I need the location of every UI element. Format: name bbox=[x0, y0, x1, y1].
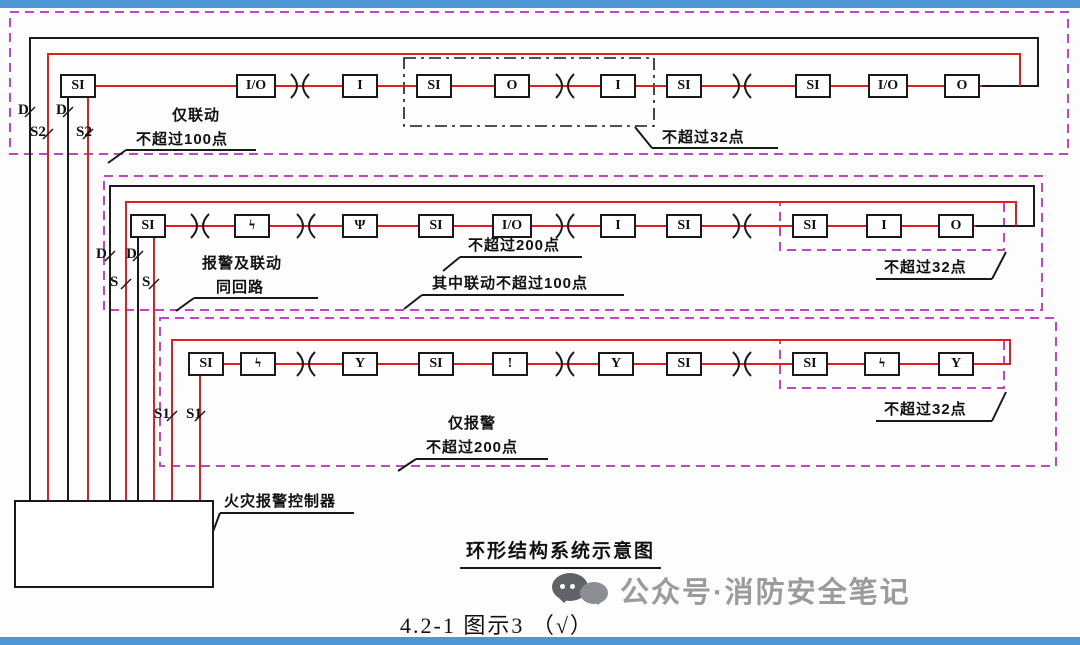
annotation-same-loop: 同回路 bbox=[216, 279, 265, 296]
annotation-max-32-points: 不超过32点 bbox=[884, 259, 967, 276]
top-blue-bar bbox=[0, 0, 1080, 8]
wire-label-d: D bbox=[96, 246, 107, 262]
module-si: SI bbox=[795, 74, 831, 98]
diagram-title: 环形结构系统示意图 bbox=[460, 536, 662, 569]
module-si: SI bbox=[792, 352, 828, 376]
wire-label-d: D bbox=[56, 102, 67, 118]
module-si: SI bbox=[188, 352, 224, 376]
annotation-max-200-points: 不超过200点 bbox=[426, 439, 519, 456]
detector-module-icon: Y bbox=[938, 352, 974, 376]
fire-alarm-controller bbox=[14, 500, 214, 588]
annotation-max-200-points: 不超过200点 bbox=[468, 237, 561, 254]
diagram-title-text: 环形结构系统示意图 bbox=[460, 536, 662, 569]
wire-tick-marks bbox=[24, 106, 206, 422]
wire-label-d: D bbox=[18, 102, 29, 118]
annotation-linkage-only: 仅联动 bbox=[172, 107, 221, 124]
sounder-module-icon: ϟ bbox=[864, 352, 900, 376]
watermark: 公众号·消防安全笔记 bbox=[552, 568, 911, 612]
module-o: O bbox=[938, 214, 974, 238]
wire-label-s: S bbox=[142, 274, 151, 290]
module-o: O bbox=[494, 74, 530, 98]
bottom-blue-bar bbox=[0, 637, 1080, 645]
module-io: I/O bbox=[236, 74, 276, 98]
wire-label-s: S bbox=[110, 274, 119, 290]
module-si: SI bbox=[416, 74, 452, 98]
module-si: SI bbox=[418, 352, 454, 376]
module-si: SI bbox=[130, 214, 166, 238]
module-si: SI bbox=[666, 74, 702, 98]
sounder-module-icon: ϟ bbox=[234, 214, 270, 238]
annotation-max-32-points: 不超过32点 bbox=[662, 129, 745, 146]
annotation-alarm-only: 仅报警 bbox=[448, 415, 497, 432]
module-si: SI bbox=[666, 214, 702, 238]
annotation-leader-lines bbox=[107, 126, 1007, 551]
annotation-max-32-points: 不超过32点 bbox=[884, 401, 967, 418]
module-io: I/O bbox=[868, 74, 908, 98]
module-si: SI bbox=[792, 214, 828, 238]
annotation-max-100-points: 不超过100点 bbox=[136, 131, 229, 148]
module-i: I bbox=[600, 74, 636, 98]
module-i: I bbox=[866, 214, 902, 238]
speaker-module-icon: Ψ bbox=[342, 214, 378, 238]
chat-bubbles-icon bbox=[552, 568, 612, 612]
annotation-alarm-and-linkage: 报警及联动 bbox=[202, 255, 283, 272]
sounder-module-icon: ϟ bbox=[240, 352, 276, 376]
module-si: SI bbox=[418, 214, 454, 238]
fire-alarm-controller-label: 火灾报警控制器 bbox=[224, 493, 337, 510]
chat-bubble-small-icon bbox=[580, 582, 608, 605]
module-o: O bbox=[944, 74, 980, 98]
module-io: I/O bbox=[492, 214, 532, 238]
module-i: I bbox=[600, 214, 636, 238]
detector-module-icon: Y bbox=[342, 352, 378, 376]
wire-label-d: D bbox=[126, 246, 137, 262]
figure-caption: 4.2-1 图示3 （√） bbox=[400, 613, 594, 638]
wire-label-s2: S2 bbox=[76, 124, 92, 140]
detector-module-icon: Y bbox=[598, 352, 634, 376]
watermark-text: 公众号·消防安全笔记 bbox=[620, 577, 911, 609]
wire-label-s1: S1 bbox=[154, 406, 170, 422]
wire-label-s2: S2 bbox=[30, 124, 46, 140]
module-si: SI bbox=[666, 352, 702, 376]
module-i: I bbox=[342, 74, 378, 98]
wire-break-marks bbox=[190, 73, 752, 377]
annotation-linkage-max-100: 其中联动不超过100点 bbox=[432, 275, 589, 292]
module-si: SI bbox=[60, 74, 96, 98]
wire-label-s1: S1 bbox=[186, 406, 202, 422]
heat-detector-module-icon: ! bbox=[492, 352, 528, 376]
